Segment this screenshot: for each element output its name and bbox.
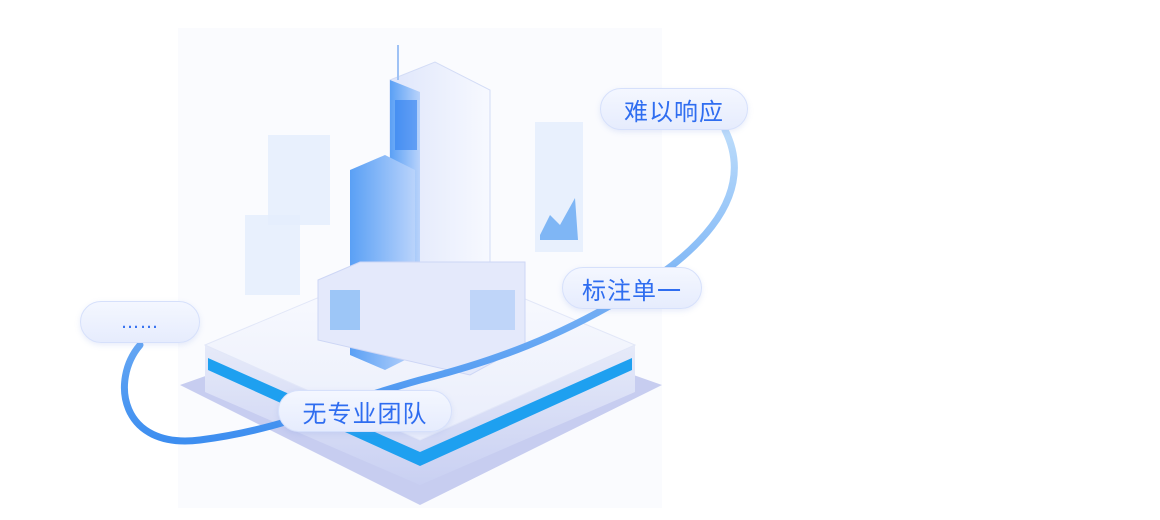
label-single-annotation: 标注单一	[562, 267, 702, 309]
doc-panel	[268, 135, 330, 225]
doc-chart-graphic	[540, 198, 578, 240]
label-more: ……	[80, 301, 200, 343]
label-hard-to-respond: 难以响应	[600, 88, 748, 130]
connector-curve	[120, 126, 738, 445]
podium-window	[330, 290, 360, 330]
label-no-professional-team: 无专业团队	[278, 390, 452, 432]
tower-windows	[395, 100, 417, 150]
doc-panel	[245, 215, 300, 295]
podium-window	[470, 290, 515, 330]
